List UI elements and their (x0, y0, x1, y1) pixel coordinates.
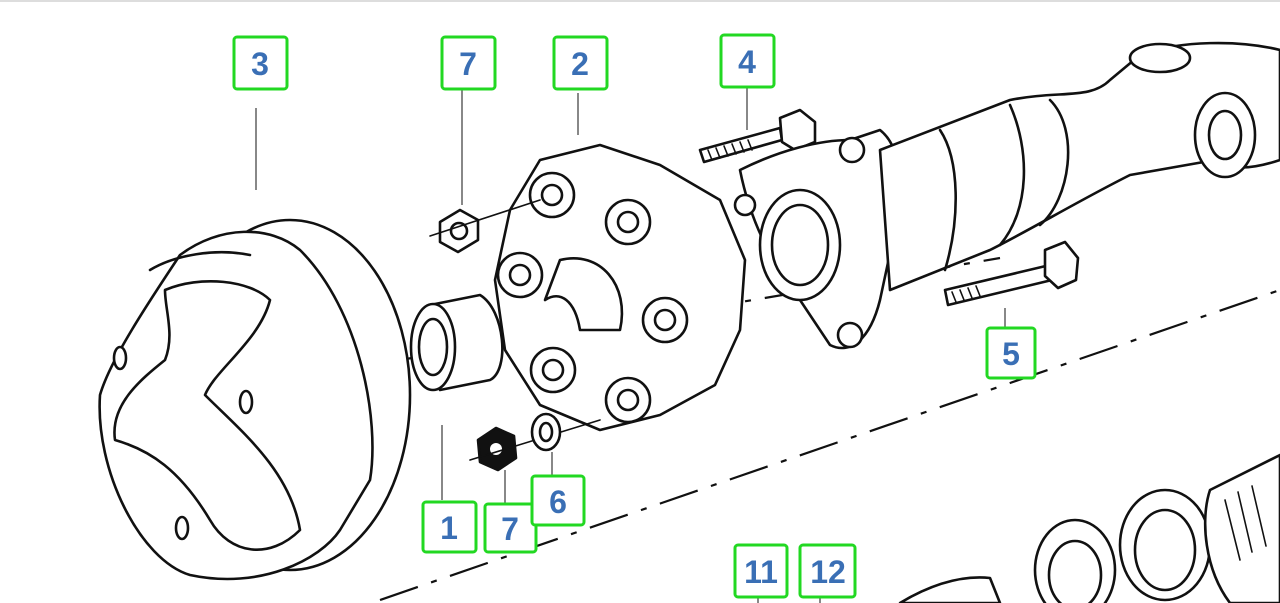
part-7-upper-lock-nut (429, 90, 541, 254)
callout-7-lower: 7 (483, 502, 538, 554)
callout-3: 3 (232, 35, 289, 91)
callout-11-text: 11 (744, 554, 778, 590)
callout-5-text: 5 (1002, 336, 1020, 372)
callout-6-text: 6 (549, 484, 567, 520)
callout-6: 6 (530, 474, 586, 527)
part-4-upper-bolt (698, 88, 817, 164)
part-1-centering-bush (409, 293, 504, 500)
part-3-flange-hub (98, 108, 412, 581)
callout-7-upper: 7 (440, 35, 497, 91)
callout-4: 4 (719, 33, 776, 89)
callout-7-upper-text: 7 (459, 46, 477, 82)
callout-7-lower-text: 7 (501, 511, 519, 547)
callout-12-text: 12 (810, 554, 846, 590)
part-6-washer (530, 412, 562, 478)
callout-11: 11 (733, 543, 789, 599)
callout-2: 2 (552, 35, 609, 91)
spline-sleeve-parts (757, 453, 1280, 603)
callout-5: 5 (985, 326, 1037, 380)
callout-2-text: 2 (571, 46, 589, 82)
callout-12: 12 (798, 543, 857, 599)
drive-shaft-assembly (733, 41, 1280, 350)
callout-1-text: 1 (440, 510, 458, 546)
callout-4-text: 4 (738, 44, 756, 80)
part-2-flex-disc (493, 93, 747, 432)
callout-3-text: 3 (251, 46, 269, 82)
part-5-lower-bolt (943, 240, 1080, 328)
callout-1: 1 (421, 500, 478, 554)
